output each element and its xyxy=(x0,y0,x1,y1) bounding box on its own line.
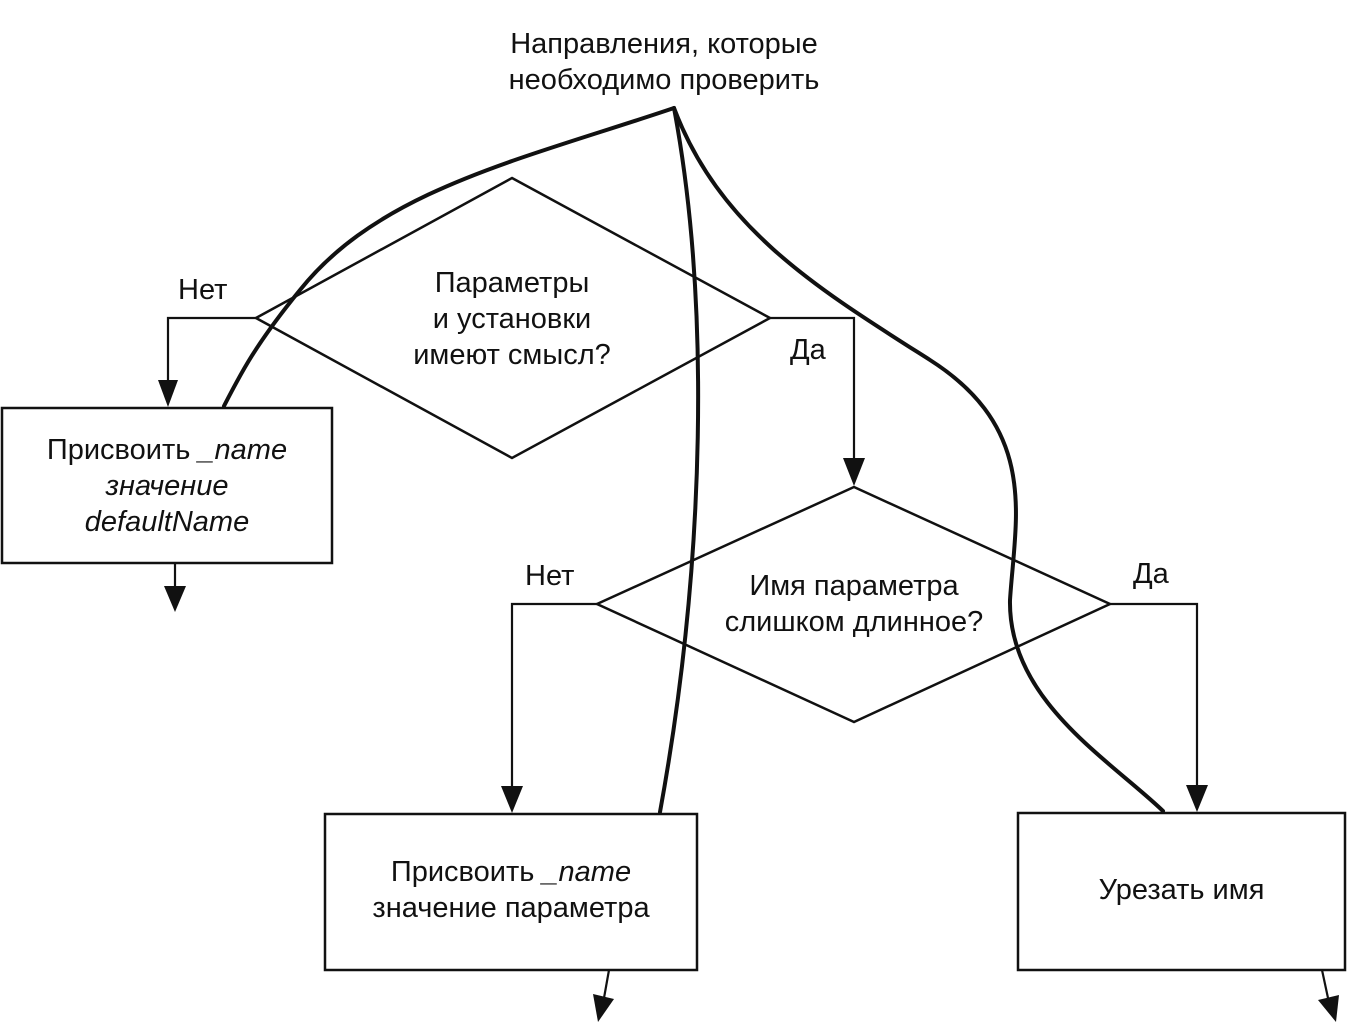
decision-diamond-valid-params xyxy=(253,176,773,460)
decision1-text-line3: имеют смысл? xyxy=(413,339,611,371)
arrowhead-decision1-no xyxy=(158,380,178,407)
connector-decision2-yes xyxy=(1110,602,1199,787)
decision1-text: Параметры и установки имеют смысл? xyxy=(382,265,642,373)
decision2-yes-label: Да xyxy=(1133,558,1169,590)
box-default-text-line2: значение xyxy=(105,470,229,502)
box-truncate-text: Урезать имя xyxy=(1018,872,1345,908)
decision2-text: Имя параметра слишком длинное? xyxy=(698,568,1010,640)
decision2-text-line2: слишком длинное? xyxy=(724,606,984,638)
decision1-text-line2: и установки xyxy=(432,303,592,335)
arrowhead-decision2-no xyxy=(501,786,523,813)
test-path-curve-middle xyxy=(658,106,701,814)
decision-diamond-name-too-long xyxy=(593,485,1113,724)
box-param-text-prefix: Присвоить xyxy=(390,856,543,888)
decision2-text-line1: Имя параметра xyxy=(749,570,959,602)
process-box-assign-default xyxy=(0,406,334,565)
box-default-text: Присвоить _name значение defaultName xyxy=(2,432,332,540)
connector-decision1-no xyxy=(166,316,256,382)
arrowhead-decision1-yes xyxy=(843,458,865,486)
arrowhead-out-default xyxy=(164,586,186,612)
test-paths-annotation-line1: Направления, которые xyxy=(510,28,818,60)
decision2-no-label: Нет xyxy=(525,560,575,592)
decision1-text-line1: Параметры xyxy=(434,267,590,299)
box-param-text-var: _name xyxy=(542,856,632,888)
box-default-text-line1: Присвоить _name xyxy=(2,432,332,468)
box-param-text-line1: Присвоить _name xyxy=(325,854,697,890)
process-box-truncate xyxy=(1016,811,1347,972)
test-path-curve-left xyxy=(222,106,676,408)
box-truncate-text-line1: Урезать имя xyxy=(1098,874,1265,906)
decision1-yes-label: Да xyxy=(790,334,826,366)
connector-out-truncate xyxy=(1320,969,1330,999)
box-param-text-line2: значение параметра xyxy=(372,892,650,924)
arrowhead-decision2-yes xyxy=(1186,785,1208,812)
box-default-text-line3: defaultName xyxy=(84,506,250,538)
test-paths-annotation: Направления, которые необходимо проверит… xyxy=(470,26,858,98)
arrowhead-out-truncate xyxy=(1318,995,1339,1022)
box-default-text-prefix: Присвоить xyxy=(46,434,199,466)
connector-decision2-no xyxy=(510,602,597,788)
arrowhead-out-param xyxy=(593,994,614,1022)
decision1-no-label: Нет xyxy=(178,274,228,306)
connector-decision1-yes xyxy=(770,316,856,460)
box-param-text: Присвоить _name значение параметра xyxy=(325,854,697,926)
test-path-curve-right xyxy=(672,106,1165,813)
test-paths-annotation-line2: необходимо проверить xyxy=(508,64,820,96)
box-default-text-var: _name xyxy=(198,434,288,466)
connector-out-param xyxy=(602,969,611,999)
process-box-assign-param xyxy=(323,812,699,972)
